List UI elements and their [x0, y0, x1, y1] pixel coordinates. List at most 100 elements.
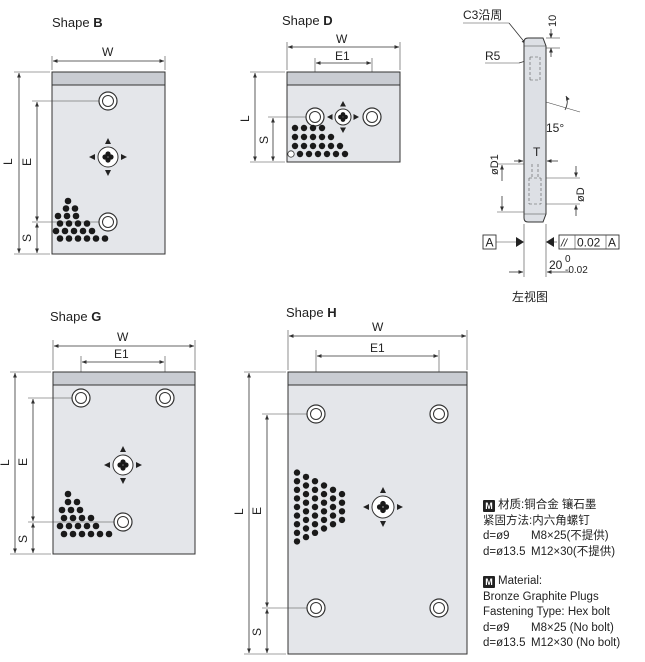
graphite-plug: [293, 529, 301, 536]
graphite-plug: [300, 133, 308, 141]
graphite-plug: [311, 503, 319, 511]
graphite-plug: [302, 490, 310, 498]
graphite-plug: [291, 142, 299, 150]
graphite-plug: [311, 495, 319, 502]
shape-b-s-label: S: [20, 234, 34, 242]
shape-b-center-mark: [89, 138, 127, 176]
tolerance-value: 0.02: [577, 236, 601, 250]
shape-b-graphite-plugs: [52, 197, 109, 242]
d1-label: øD1: [489, 154, 501, 175]
shape-h-w-label: W: [372, 320, 384, 334]
chamfer-label: C3沿周: [463, 8, 502, 22]
graphite-plug: [73, 498, 81, 506]
radius-label: R5: [485, 49, 501, 63]
graphite-plug: [65, 522, 73, 530]
graphite-plug: [87, 514, 95, 522]
graphite-plug: [60, 514, 68, 522]
shape-g-bolt-hole-top-right: [155, 388, 175, 408]
graphite-plug: [300, 142, 308, 150]
shape-d-w-label: W: [336, 32, 348, 46]
graphite-plug: [88, 227, 96, 235]
graphite-plug: [105, 530, 113, 538]
graphite-plug: [69, 530, 77, 538]
graphite-plug: [64, 498, 72, 506]
graphite-plug: [83, 235, 91, 242]
shape-b-bolt-hole-top: [98, 91, 118, 111]
shape-b-title: Shape B: [52, 15, 103, 30]
graphite-plug: [62, 205, 70, 212]
graphite-plug: [314, 150, 322, 158]
graphite-plug: [327, 142, 335, 150]
graphite-plug: [302, 499, 310, 506]
shape-g-w-label: W: [117, 330, 129, 344]
graphite-plug: [341, 150, 349, 158]
parallel-symbol: //: [560, 238, 568, 250]
side-view: C3沿周 10 R5 15° øD1 T: [463, 8, 620, 304]
shape-b-bolt-hole-bottom: [98, 212, 118, 232]
d-label: øD: [575, 187, 587, 202]
graphite-plug: [338, 508, 346, 515]
graphite-plug: [320, 508, 328, 515]
shape-d-top-strip: [286, 71, 401, 86]
graphite-plug: [71, 205, 79, 212]
graphite-plug: [338, 516, 346, 524]
shape-h-bolt-hole-top-left: [306, 404, 326, 424]
t-label: T: [533, 145, 541, 159]
graphite-plug: [302, 473, 310, 481]
shape-g-view: Shape G W E1 L E S: [0, 309, 196, 555]
graphite-plug: [329, 495, 337, 502]
cn-row-0-bolt: M8×25(不提供): [531, 530, 609, 542]
cn-fastening-text: 紧固方法:内六角螺钉: [483, 514, 590, 527]
shape-b-view: Shape B W L E S: [1, 15, 166, 255]
en-row-0-bolt: M8×25 (No bolt): [531, 621, 614, 634]
en-material-title: Material:: [498, 575, 543, 587]
graphite-plug: [318, 124, 326, 132]
graphite-plug: [293, 521, 301, 528]
shape-h-e-label: E: [250, 507, 264, 515]
graphite-plug: [58, 506, 66, 514]
en-fastening-text: Fastening Type: Hex bolt: [483, 606, 610, 618]
thickness-tol-lower: -0.02: [565, 265, 588, 276]
shape-h-graphite-plugs: [293, 469, 346, 545]
graphite-plug: [311, 478, 319, 485]
thickness-value: 20: [549, 258, 563, 272]
graphite-plug: [329, 521, 337, 528]
graphite-plug: [320, 482, 328, 489]
graphite-plug: [70, 227, 78, 235]
shape-d-bolt-hole-left: [305, 107, 325, 127]
graphite-plug: [60, 530, 68, 538]
shape-g-top-strip: [52, 371, 196, 386]
shape-g-l-label: L: [0, 459, 12, 466]
cn-row-1-bolt: M12×30(不提供): [531, 545, 616, 558]
graphite-plug: [336, 142, 344, 150]
graphite-plug: [67, 506, 75, 514]
graphite-plug: [318, 133, 326, 141]
graphite-plug: [101, 235, 109, 242]
shape-g-title: Shape G: [50, 309, 101, 324]
shape-b-e-label: E: [20, 158, 34, 166]
graphite-plug: [56, 220, 64, 227]
graphite-plug: [87, 530, 95, 538]
graphite-plug: [63, 212, 71, 220]
graphite-plug: [302, 516, 310, 524]
graphite-plug: [78, 514, 86, 522]
shape-h-bolt-hole-bottom-right: [429, 598, 449, 618]
thickness-tol-upper: 0: [565, 254, 571, 265]
graphite-plug: [311, 486, 319, 493]
graphite-plug: [323, 150, 331, 158]
shape-d-l-label: L: [238, 115, 252, 122]
shape-d-s-label: S: [257, 136, 271, 144]
shape-h-s-label: S: [250, 628, 264, 636]
graphite-plug: [327, 133, 335, 141]
graphite-plug: [302, 533, 310, 541]
shape-h-bolt-hole-top-right: [429, 404, 449, 424]
graphite-plug: [69, 514, 77, 522]
shape-h-top-strip: [287, 371, 468, 386]
shape-d-graphite-plugs: [287, 124, 349, 158]
